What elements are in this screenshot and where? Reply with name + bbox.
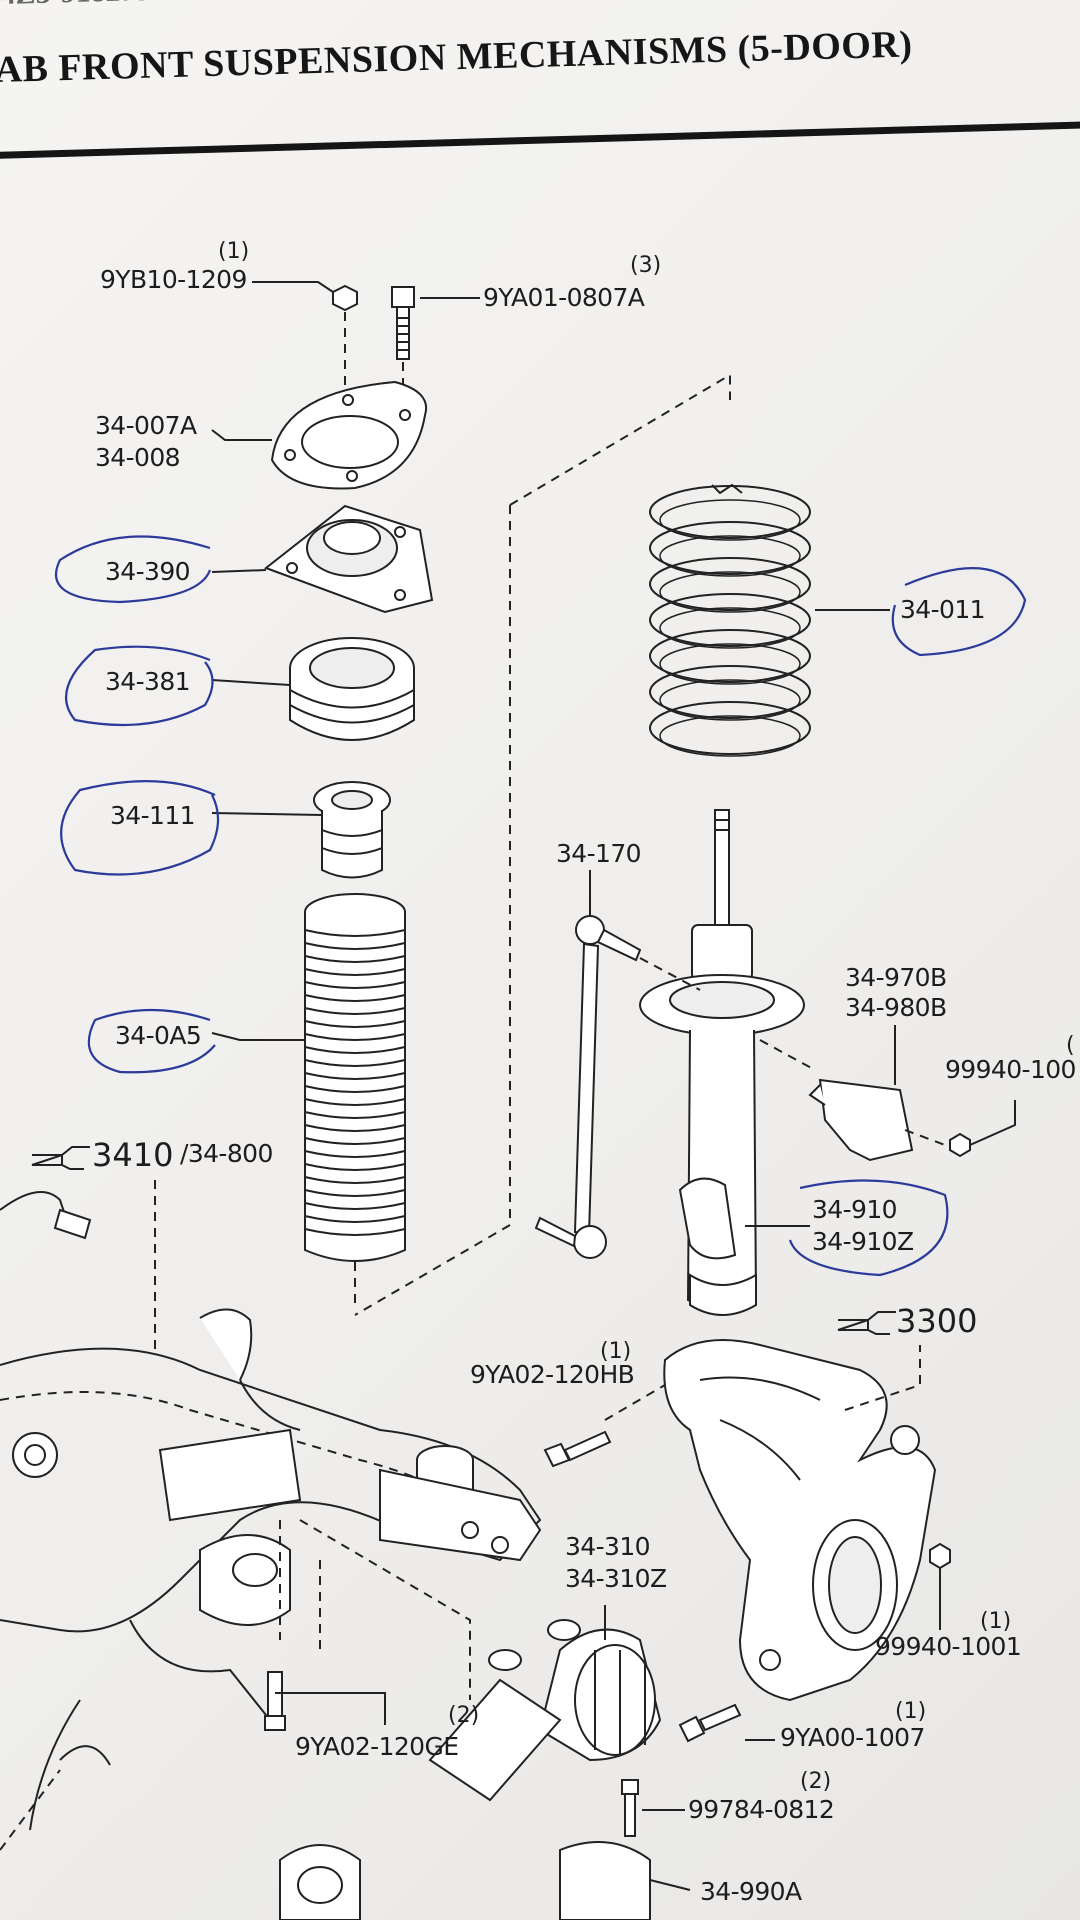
spring-coil-inner [659,535,801,577]
qty-bolt-arm: (2) [448,1703,479,1728]
label-nut-right: 99940-100 [945,1055,1076,1084]
lower-bushing-part [428,1619,662,1802]
label-ref-stabilizer: 3410 [92,1136,173,1174]
label-stabilizer-link: 34-170 [556,839,641,868]
label-bolt-arm: 9YA02-120GE [295,1732,458,1761]
label-ref-stabilizer-sub: /34-800 [180,1139,273,1168]
qty-nut-top: (1) [218,239,249,264]
label-ref-knuckle: 3300 [896,1302,977,1340]
bump-stop-part [313,781,391,879]
qty-bolt-lower: (1) [895,1699,926,1724]
spring-coil-inner [659,679,801,721]
spring-top-mark [711,483,743,495]
knuckle-nut-part [929,1542,951,1570]
pointing-hand-icon [31,1146,90,1170]
label-bump-stop: 34-111 [110,801,195,830]
pointing-hand-icon-2 [837,1311,896,1335]
label-nut-top: 9YB10-1209 [100,265,247,294]
label-bolt-lower: 9YA00-1007 [780,1723,925,1752]
label-nut-knuckle: 99940-1001 [875,1632,1021,1661]
assembly-enclosure [354,373,731,1316]
qty-nut-right: ( [1066,1033,1075,1058]
spring-coil [649,557,811,611]
spring-coil [649,521,811,575]
strut-part [639,809,805,1316]
spring-coil [649,629,811,683]
qty-bolt-small: (2) [800,1769,831,1794]
label-bushing-1: 34-310 [565,1532,650,1561]
label-bolt-knuckle: 9YA02-120HB [470,1360,634,1389]
leader-lines [211,281,1016,1891]
label-dust-boot: 34-0A5 [115,1021,201,1050]
label-bushing-2: 34-310Z [565,1564,666,1593]
ink-circles [54,535,1027,1277]
spring-coil-inner [659,607,801,649]
label-bearing: 34-381 [105,667,190,696]
label-sensor-bracket-1: 34-970B [845,963,947,992]
label-bolt-top: 9YA01-0807A [483,283,645,312]
stabilizer-link-part [534,915,701,1259]
label-shock-absorber-1: 34-910 [812,1195,897,1224]
spring-coil [649,701,811,755]
label-coil-spring: 34-011 [900,595,985,624]
lower-bolts-part [264,1671,742,1920]
spring-coil-inner [659,499,801,541]
bolt-top-part [391,286,415,420]
label-mount-plate-2: 34-008 [95,443,180,472]
label-bushing-lower: 34-990A [700,1877,802,1906]
qty-bolt-top: (3) [630,253,661,278]
label-mount-insulator: 34-390 [105,557,190,586]
dust-boot-part [304,893,406,1310]
label-mount-plate-1: 34-007A [95,411,197,440]
qty-bolt-knuckle: (1) [600,1339,631,1364]
spring-coil [649,593,811,647]
mount-plate-part [270,380,428,490]
spring-coil-inner [659,715,801,757]
bearing-part [289,637,415,741]
knuckle-part [604,1339,937,1702]
label-bolt-small: 99784-0812 [688,1795,834,1824]
subframe-part [0,1180,542,1851]
label-shock-absorber-2: 34-910Z [812,1227,913,1256]
label-sensor-bracket-2: 34-980B [845,993,947,1022]
knuckle-bolt-part [543,1430,612,1468]
coil-spring-part [649,483,811,757]
spring-coil-inner [659,571,801,613]
spring-coil [649,665,811,719]
qty-nut-knuckle: (1) [980,1609,1011,1634]
mount-insulator-part [263,504,434,614]
spring-coil-inner [659,643,801,685]
sensor-bracket-part [759,1039,971,1162]
